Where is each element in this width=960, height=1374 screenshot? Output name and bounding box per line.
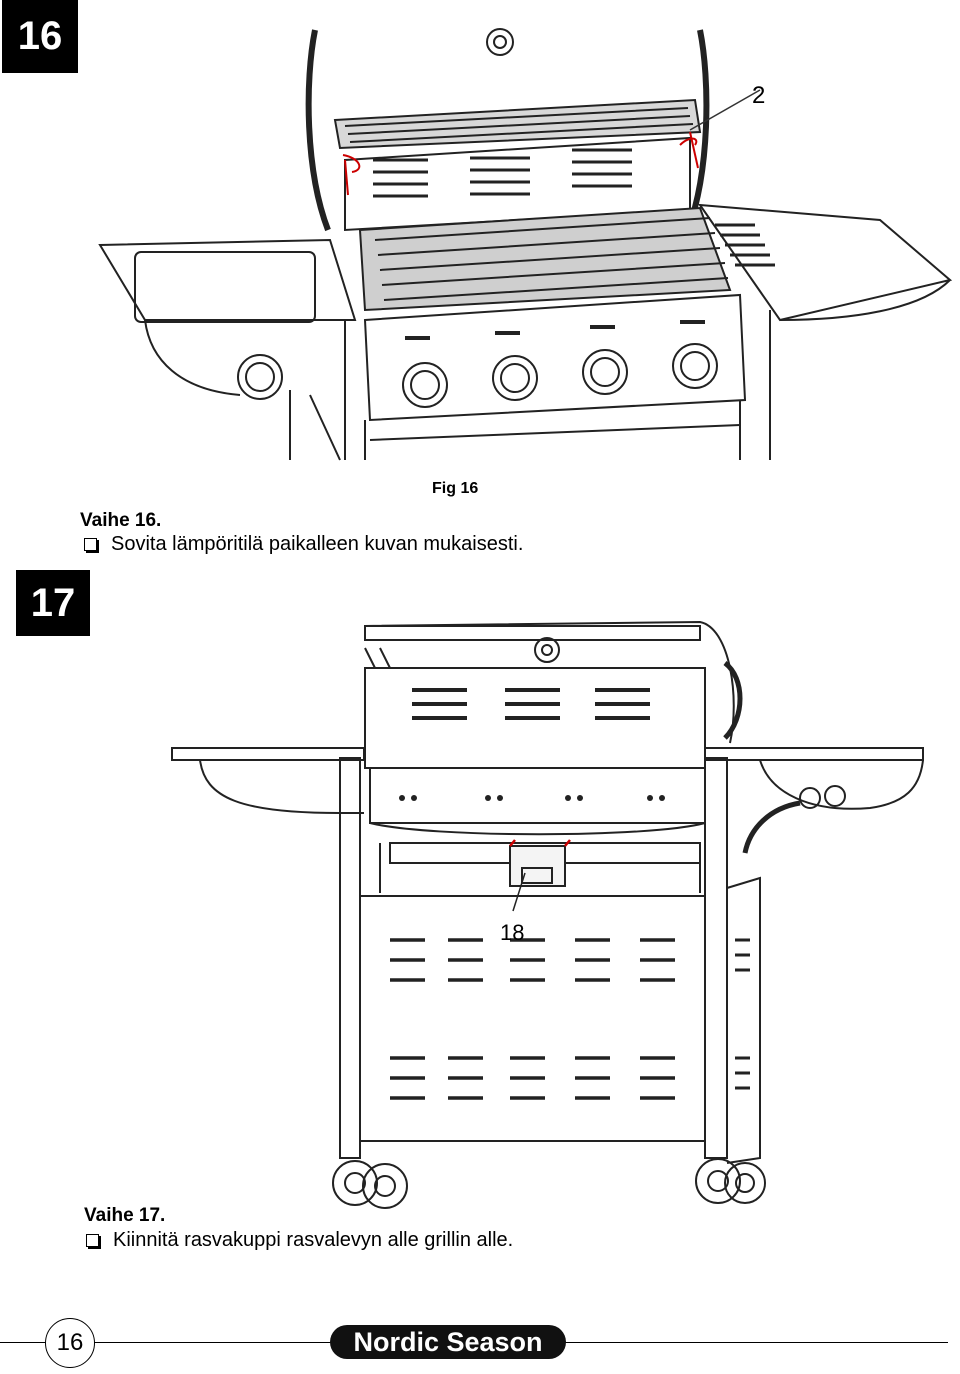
- step-16-instruction-text: Sovita lämpöritilä paikalleen kuvan muka…: [111, 533, 524, 555]
- checkbox-bullet-icon: [84, 538, 97, 551]
- figure-17-grill-illustration: 18: [171, 620, 924, 1209]
- checkbox-bullet-icon: [86, 1234, 99, 1247]
- step-16-title: Vaihe 16.: [80, 510, 162, 531]
- step-17-badge: 17: [16, 570, 90, 636]
- step-17-instruction: Kiinnitä rasvakuppi rasvalevyn alle gril…: [86, 1229, 513, 1252]
- figure-label: Fig 16: [432, 480, 479, 497]
- brand-logo: Nordic Season: [330, 1325, 566, 1359]
- callout-18-label: 18: [500, 920, 524, 945]
- figure-16-grill-illustration: 2: [98, 28, 953, 461]
- step-16-instruction: Sovita lämpöritilä paikalleen kuvan muka…: [84, 533, 523, 556]
- callout-2-label: 2: [752, 82, 765, 109]
- page-number: 16: [45, 1318, 95, 1368]
- step-17-title: Vaihe 17.: [84, 1205, 166, 1226]
- step-16-badge: 16: [2, 0, 78, 73]
- step-17-instruction-text: Kiinnitä rasvakuppi rasvalevyn alle gril…: [113, 1229, 514, 1251]
